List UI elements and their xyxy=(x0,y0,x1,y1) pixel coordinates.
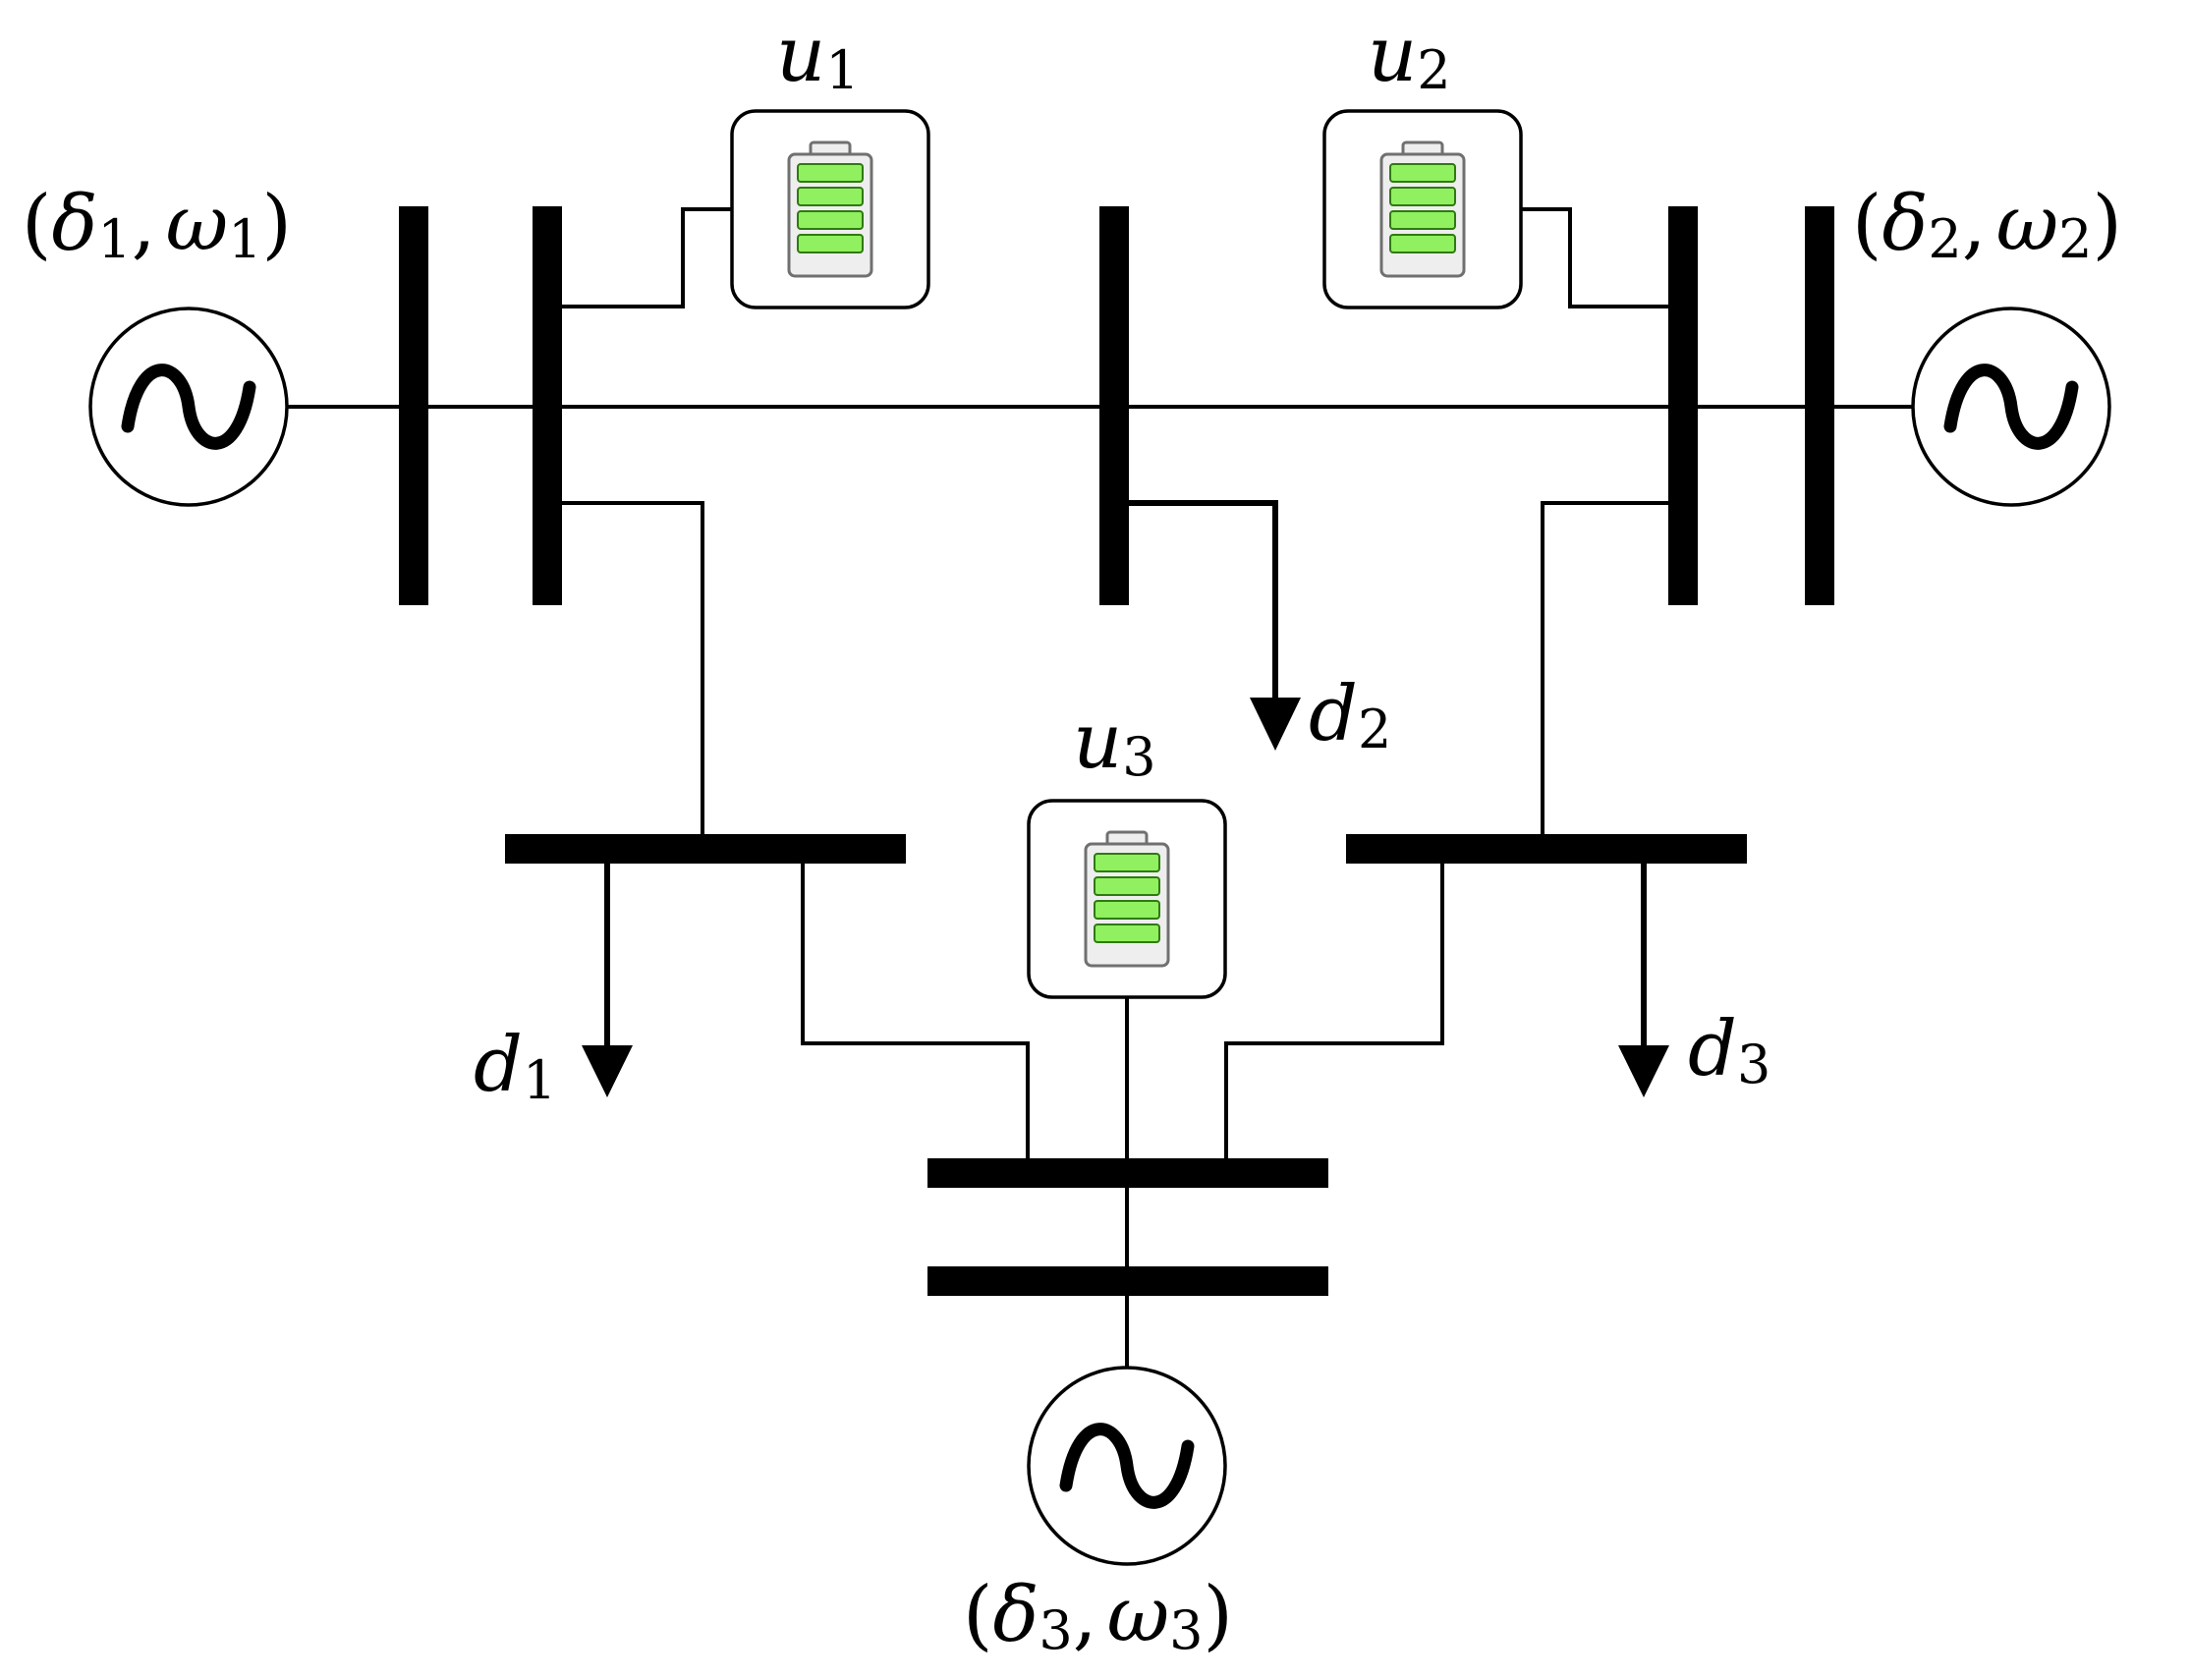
batteries xyxy=(730,109,1523,999)
generator-label-3: (δ3,ω3) xyxy=(963,1571,1233,1661)
battery-label-u3: u3 xyxy=(1073,698,1156,788)
line-bus7-to-bus8 xyxy=(1224,847,1444,1173)
load-label-d1: d1 xyxy=(474,1021,556,1111)
generators xyxy=(88,307,2111,1566)
battery-label-u2: u2 xyxy=(1368,11,1451,101)
bus-6 xyxy=(505,834,906,864)
bus-8 xyxy=(927,1158,1328,1188)
load-d3 xyxy=(1618,862,1669,1097)
battery-label-u1: u1 xyxy=(776,11,860,101)
labels: u1 u2 u3 d1 d2 d3 (δ1,ω1) (δ2,ω2) (δ3,ω3… xyxy=(22,11,2122,1661)
sine-wave-icon xyxy=(1059,1423,1195,1509)
line-bus6-to-bus8 xyxy=(801,847,1030,1173)
load-d2 xyxy=(1127,500,1301,751)
battery-unit-1 xyxy=(730,109,930,309)
sine-wave-icon xyxy=(121,364,256,450)
line-bus4-to-battery2 xyxy=(1521,207,1668,308)
bus-3 xyxy=(1099,206,1129,605)
bus-7 xyxy=(1346,834,1747,864)
load-label-d2: d2 xyxy=(1309,670,1391,760)
arrow-down-icon xyxy=(1250,698,1301,751)
buses xyxy=(399,206,1834,1296)
generator-label-1: (δ1,ω1) xyxy=(22,180,292,270)
bus-1 xyxy=(399,206,428,605)
loads xyxy=(582,500,1669,1097)
load-label-d3: d3 xyxy=(1688,1005,1770,1095)
load-d2-line xyxy=(1127,500,1278,700)
sine-wave-icon xyxy=(1943,364,2079,450)
bus-2 xyxy=(533,206,562,605)
generator-label-2: (δ2,ω2) xyxy=(1852,180,2122,270)
battery-icon xyxy=(1379,140,1466,278)
bus-4 xyxy=(1668,206,1698,605)
generator-1 xyxy=(88,307,399,507)
generator-2 xyxy=(1834,307,2111,507)
battery-icon xyxy=(787,140,873,278)
line-bus4-to-bus7 xyxy=(1541,501,1668,847)
generator-3 xyxy=(1027,1366,1227,1566)
line-bus2-to-battery1 xyxy=(562,207,732,308)
arrow-down-icon xyxy=(1618,1045,1669,1097)
arrow-down-icon xyxy=(582,1045,633,1097)
battery-unit-3 xyxy=(1027,799,1227,999)
battery-unit-2 xyxy=(1322,109,1523,309)
bus-9 xyxy=(927,1266,1328,1296)
battery-icon xyxy=(1084,830,1170,968)
load-d1 xyxy=(582,862,633,1097)
line-bus2-to-bus6 xyxy=(562,501,704,847)
bus-5 xyxy=(1805,206,1834,605)
